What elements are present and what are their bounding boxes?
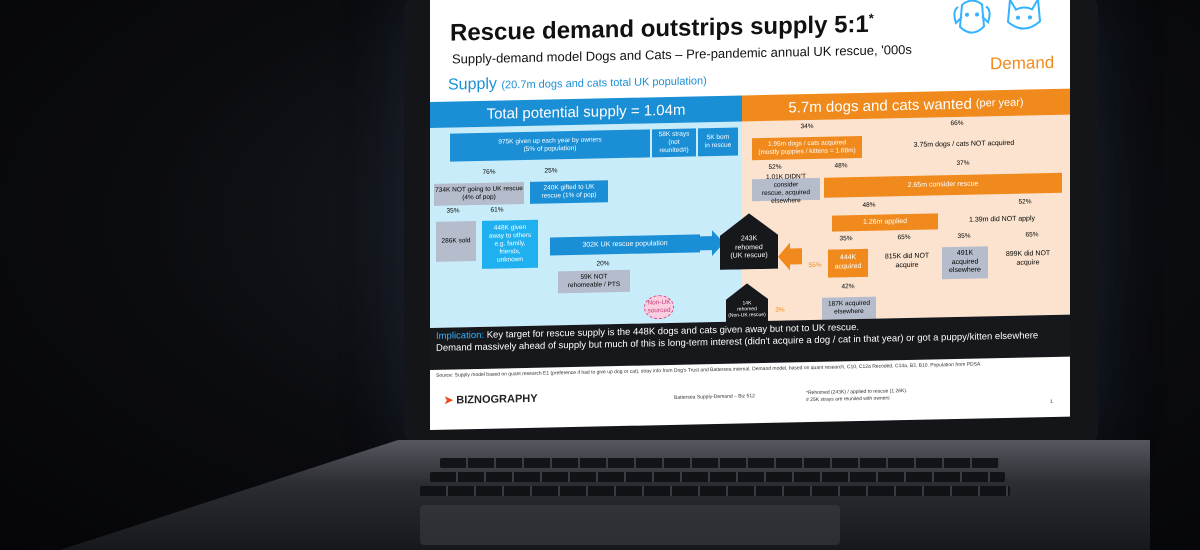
- page-number: 1: [1050, 398, 1053, 406]
- pct-48a: 48%: [834, 162, 848, 170]
- not-apply-box: 1.39m did NOT apply: [942, 210, 1062, 230]
- supply-heading: Supply (20.7m dogs and cats total UK pop…: [448, 75, 707, 94]
- pct-65a: 65%: [897, 233, 911, 242]
- not-acquired-box: 3.75m dogs / cats NOT acquired: [866, 131, 1062, 158]
- strays-box: 58K strays (not reunited#): [652, 128, 696, 158]
- footnote-2: # 25K strays are reunited with owners: [806, 395, 890, 404]
- arrow-right-icon: [698, 230, 724, 257]
- pct-34: 34%: [800, 122, 814, 131]
- house-icon: [720, 213, 778, 270]
- pct-52b: 52%: [1018, 198, 1032, 206]
- pct-66: 66%: [950, 119, 964, 128]
- pct-25: 25%: [544, 167, 558, 175]
- pct-52a: 52%: [768, 163, 782, 171]
- pct-3: 3%: [775, 306, 785, 314]
- rehomed-non-uk-label: 14K rehomed (Non-UK rescue): [728, 299, 766, 319]
- pct-61: 61%: [490, 206, 504, 214]
- pct-76: 76%: [482, 168, 496, 176]
- born-box: 5K born in rescue: [698, 127, 738, 157]
- cat-icon: [1006, 0, 1042, 30]
- pct-42: 42%: [841, 283, 855, 291]
- not-to-rescue-box: 734K NOT going to UK rescue (4% of pop): [434, 182, 524, 206]
- not-rehomeable-box: 59K NOT rehomeable / PTS: [558, 269, 630, 294]
- acquired-elsewhere-187-box: 187K acquired elsewhere: [822, 296, 876, 320]
- not-acquire-899-box: 899K did NOT acquire: [994, 244, 1062, 275]
- didnt-consider-box: 1.01K DIDN'T consider rescue, acquired e…: [752, 173, 820, 205]
- rehomed-uk-label: 243K rehomed (UK rescue): [730, 235, 768, 261]
- applied-box: 1.26m applied: [832, 213, 938, 232]
- sold-box: 286K sold: [436, 221, 476, 262]
- footer-centre: Battersea Supply-Demand – Biz 512: [674, 393, 755, 401]
- pct-65b: 65%: [1025, 231, 1039, 239]
- not-acquire-815-box: 815K did NOT acquire: [876, 247, 938, 277]
- acquired-elsewhere-491-box: 491K acquired elsewhere: [942, 246, 988, 280]
- slide-title: Rescue demand outstrips supply 5:1*: [450, 10, 874, 47]
- acquired-444-box: 444K acquired: [828, 248, 868, 278]
- given-away-box: 448K given away to others e.g. family, f…: [482, 219, 538, 269]
- dog-icon: [953, 0, 991, 34]
- pct-37: 37%: [956, 159, 970, 167]
- pct-35: 35%: [446, 207, 460, 215]
- pct-35b: 35%: [957, 232, 971, 240]
- given-up-box: 975K given up each year by owners (5% of…: [450, 129, 650, 162]
- arrow-left-icon: [778, 242, 802, 271]
- house-small-icon: [726, 283, 768, 324]
- demand-heading: Demand: [990, 52, 1055, 74]
- pct-20: 20%: [596, 260, 610, 268]
- pct-48b: 48%: [862, 201, 876, 209]
- gifted-box: 240K gifted to UK rescue (1% of pop): [530, 180, 608, 204]
- laptop-screen: Rescue demand outstrips supply 5:1* Supp…: [430, 0, 1070, 431]
- pct-35-demand: 35%: [839, 235, 853, 243]
- laptop-trackpad: [420, 505, 840, 545]
- rescue-population-box: 302K UK rescue population: [550, 234, 700, 256]
- acquired-box: 1.95m dogs / cats acquired (mostly puppi…: [752, 135, 862, 161]
- brand-logo: ➤ BIZNOGRAPHY: [444, 392, 538, 407]
- pct-55: 55%: [808, 261, 822, 270]
- footnote-1: *Rehomed (243K) / applied to rescue (1.2…: [806, 387, 908, 397]
